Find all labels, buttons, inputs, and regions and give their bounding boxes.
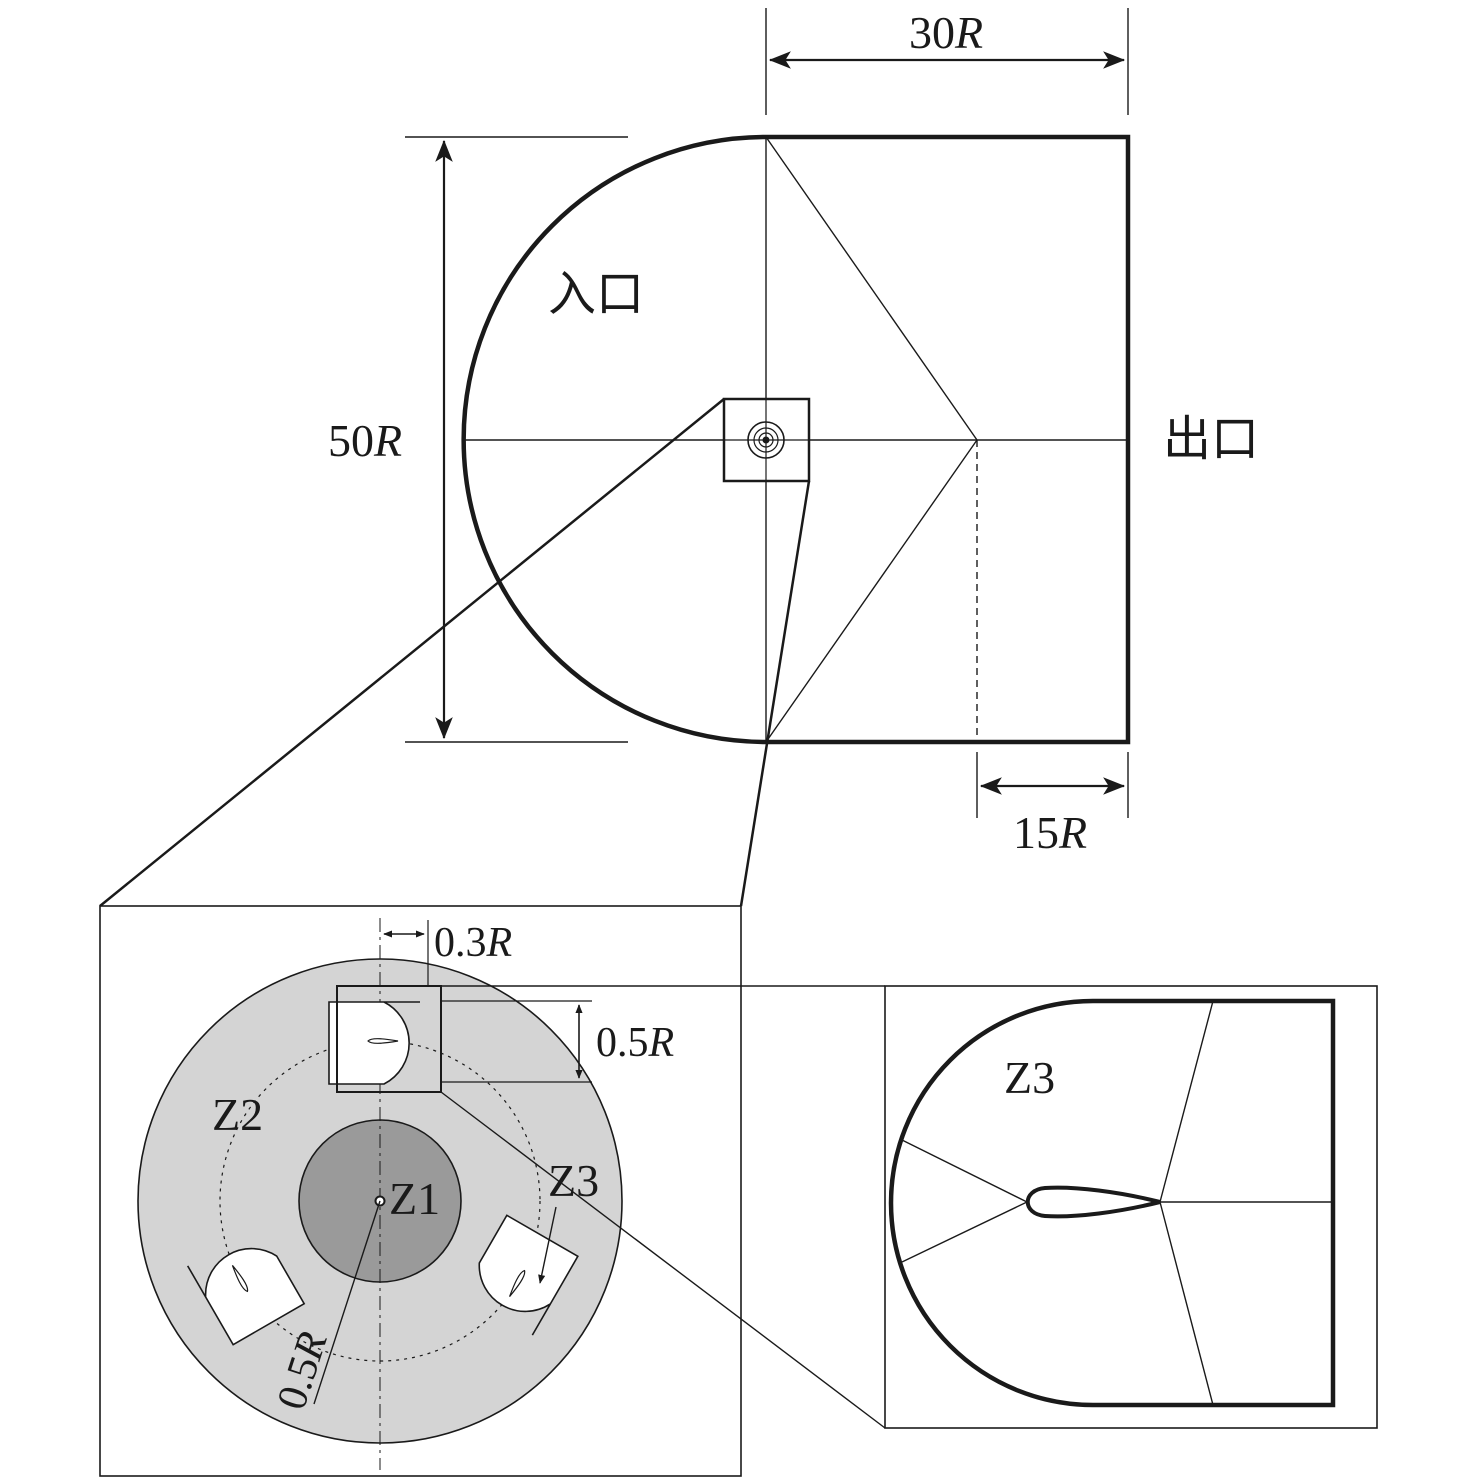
outer-domain bbox=[461, 134, 1131, 745]
dimension-height: 50R bbox=[328, 136, 628, 743]
rotor-detail-panel: 0.3R 0.5R 0.5R Z1 Z2 Z3 bbox=[99, 905, 742, 1477]
dimension-offset: 15R bbox=[976, 752, 1129, 858]
inlet-label: 入口 bbox=[548, 266, 644, 322]
blade-zoom-box bbox=[336, 985, 442, 1093]
zone3-detail-label: Z3 bbox=[1004, 1052, 1055, 1103]
domain-boundary bbox=[461, 134, 1131, 745]
zone3-block-lines bbox=[901, 1000, 1333, 1406]
blade-zone-top bbox=[328, 1001, 420, 1085]
dimension-width: 30R bbox=[765, 7, 1129, 115]
dimension-width-label: 30R bbox=[909, 7, 983, 58]
blade-zone-right bbox=[478, 1214, 579, 1336]
dimension-block-height-label: 0.5R bbox=[596, 1020, 674, 1066]
dimension-height-label: 50R bbox=[328, 415, 402, 466]
outlet-label: 出口 bbox=[1163, 411, 1259, 467]
zone3-detail-panel: Z3 bbox=[884, 985, 1378, 1429]
blade-zone-left bbox=[186, 1247, 306, 1346]
airfoil-icon bbox=[1025, 1185, 1161, 1219]
zone2-label: Z2 bbox=[212, 1089, 263, 1140]
zone3-boundary bbox=[888, 998, 1336, 1408]
zone3-pointer bbox=[538, 1206, 557, 1284]
radius-line bbox=[313, 1200, 381, 1405]
zoom-connectors bbox=[99, 398, 811, 907]
dimension-offset-label: 15R bbox=[1013, 807, 1087, 858]
zone3-label: Z3 bbox=[548, 1155, 599, 1206]
rotor-icon bbox=[747, 421, 785, 459]
dimension-block-width-label: 0.3R bbox=[434, 920, 512, 966]
blade-zoom-connectors bbox=[440, 985, 886, 1429]
zone1-label: Z1 bbox=[389, 1173, 440, 1224]
